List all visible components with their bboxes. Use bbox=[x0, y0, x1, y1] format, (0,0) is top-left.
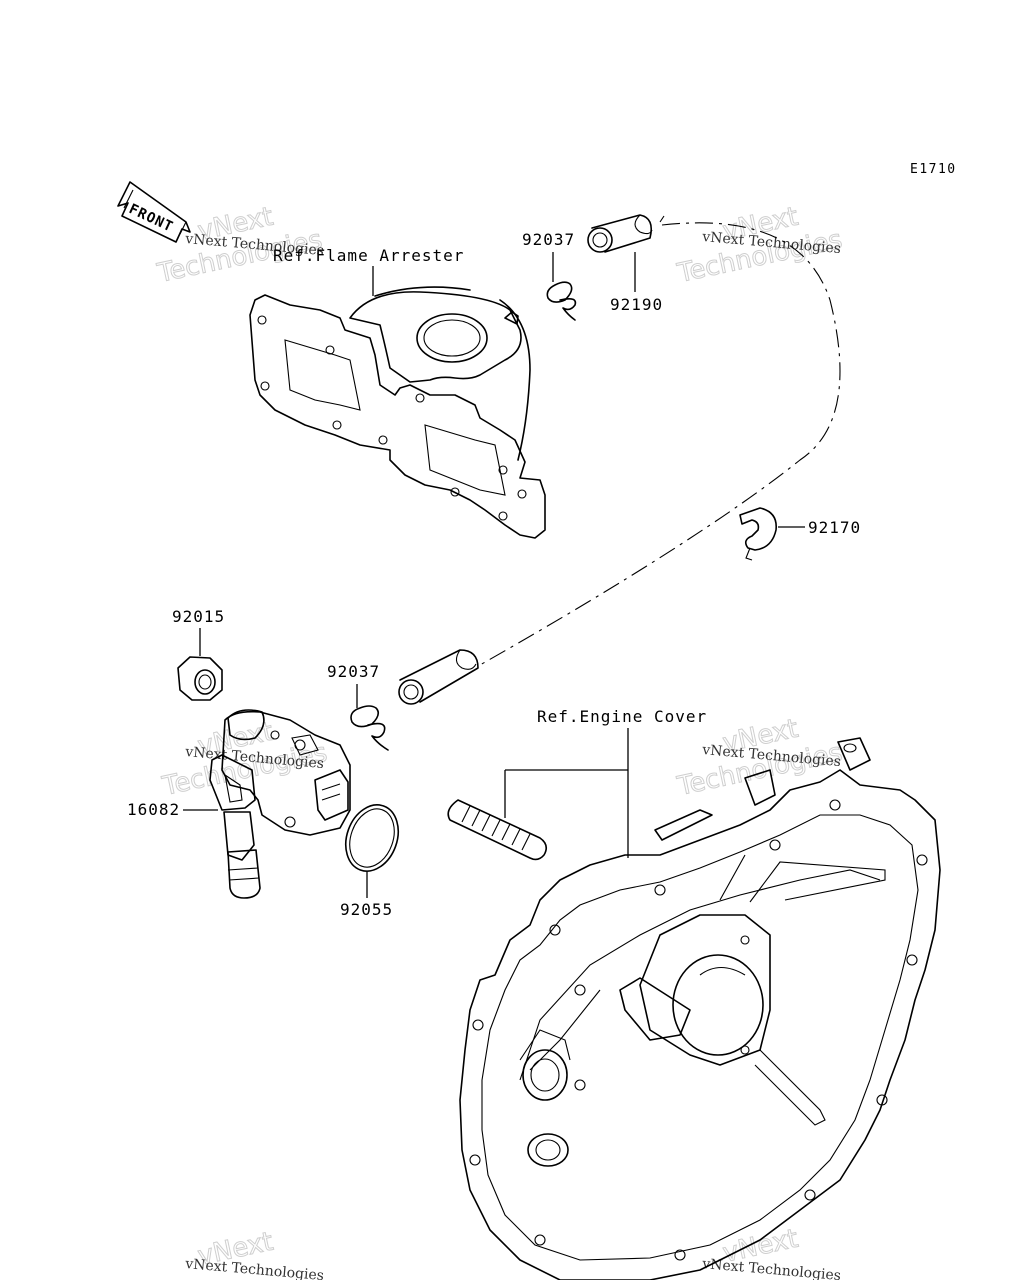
clip-92037-mid-part bbox=[350, 705, 389, 751]
watermark-top-right: vNext Technologies vNext Technologies bbox=[674, 201, 846, 289]
label-92015: 92015 bbox=[172, 607, 225, 626]
label-92170: 92170 bbox=[808, 518, 861, 537]
label-engine-cover: Ref.Engine Cover bbox=[537, 707, 707, 726]
clip-92037-top-part bbox=[546, 281, 577, 321]
nut-92015-part bbox=[177, 656, 223, 701]
watermark-bottom-left: vNext vNext Technologies bbox=[184, 1226, 325, 1280]
hose-lower-part bbox=[398, 649, 479, 705]
valve-16082-part bbox=[209, 709, 351, 899]
clamp-92170-part bbox=[739, 507, 777, 561]
oring-92055-part bbox=[344, 804, 400, 872]
watermark-mid-right: vNext Technologies vNext Technologies bbox=[674, 713, 846, 802]
engine-cover-part bbox=[459, 737, 941, 1280]
label-16082: 16082 bbox=[127, 800, 180, 819]
flame-arrester-part bbox=[249, 286, 546, 539]
routing-path-line bbox=[479, 222, 841, 666]
label-92190: 92190 bbox=[610, 295, 663, 314]
front-arrow-icon: FRONT bbox=[117, 181, 191, 243]
leader-engine-cover bbox=[504, 728, 629, 858]
stud-bolt-part bbox=[447, 799, 548, 861]
diagram-code: E1710 bbox=[910, 162, 957, 177]
label-flame-arrester: Ref.Flame Arrester bbox=[273, 246, 464, 265]
label-92037-mid: 92037 bbox=[327, 662, 380, 681]
label-92055: 92055 bbox=[340, 900, 393, 919]
label-92037-top: 92037 bbox=[522, 230, 575, 249]
hose-92190-part bbox=[587, 214, 665, 253]
